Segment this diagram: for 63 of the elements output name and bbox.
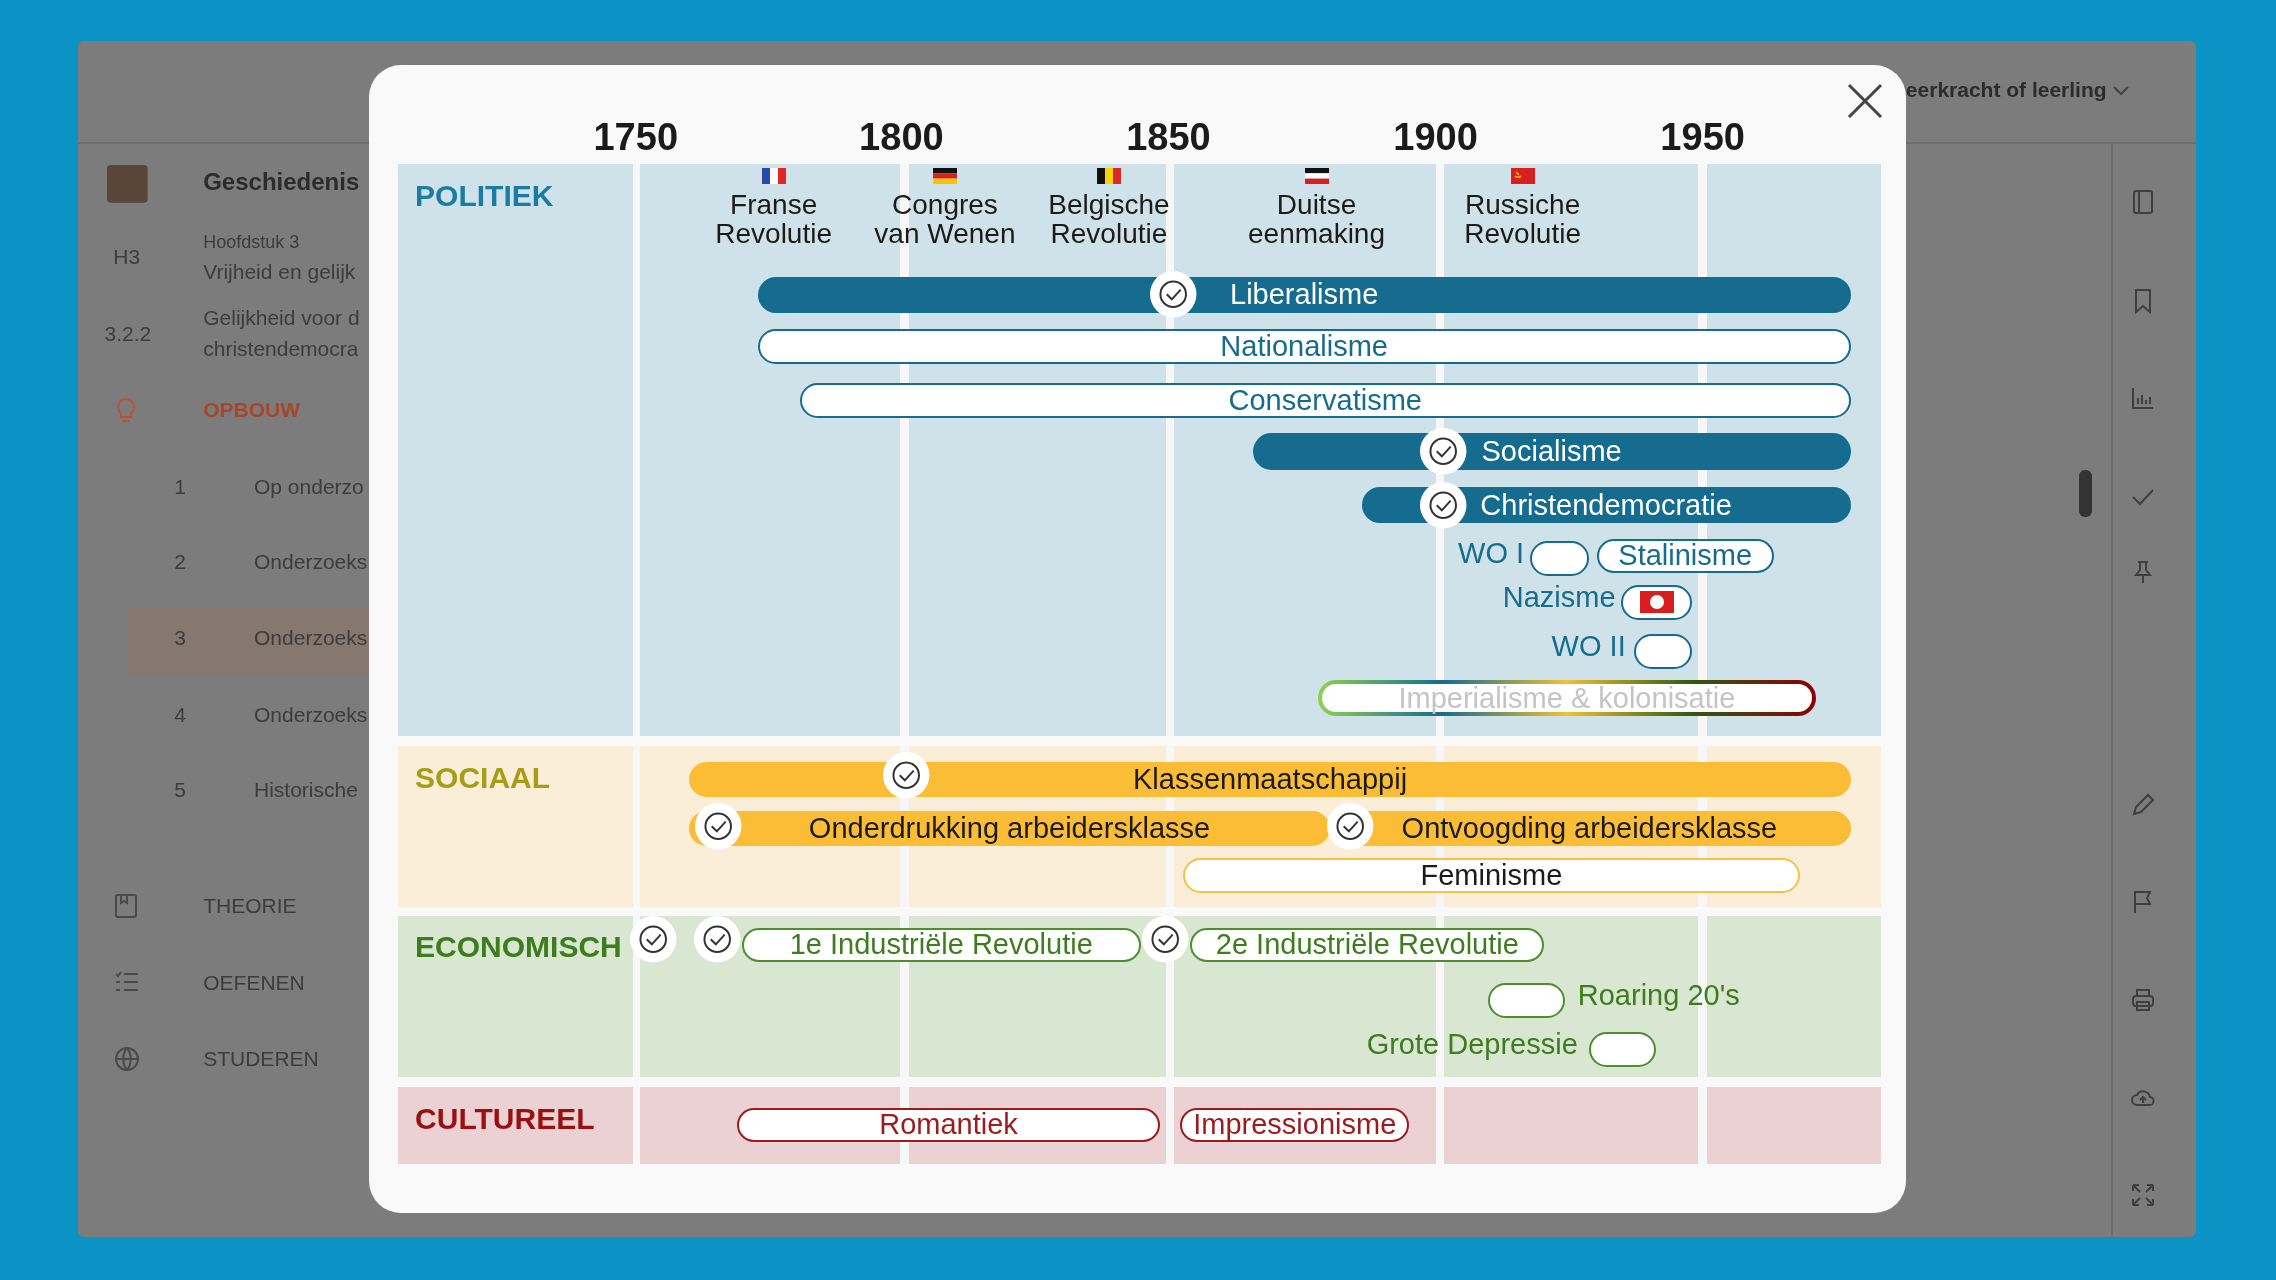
period-bar: Nationalisme xyxy=(757,329,1851,365)
year-label: 1750 xyxy=(592,116,680,160)
menu-item: THEORIE xyxy=(203,894,297,919)
course-title: Geschiedenis xyxy=(203,168,360,197)
menu-item: STUDEREN xyxy=(203,1046,319,1071)
step-number: 1 xyxy=(174,474,186,499)
period-label: WO I xyxy=(1458,537,1525,571)
period-label: Nazisme xyxy=(1502,580,1616,614)
empty-period-pill xyxy=(1634,634,1693,670)
period-bar: Onderdrukking arbeidersklasse xyxy=(689,811,1330,847)
step-title: Onderzoeks xyxy=(254,625,367,650)
empty-period-pill xyxy=(1487,982,1565,1018)
step-title: Onderzoeks xyxy=(254,550,367,575)
period-bar: Stalinisme xyxy=(1596,538,1774,574)
category-band xyxy=(397,164,1882,736)
step-number: 2 xyxy=(174,550,186,575)
period-bar: 2e Industriële Revolutie xyxy=(1190,927,1545,963)
category-band xyxy=(397,915,1882,1077)
period-bar: Christendemocratie xyxy=(1361,486,1851,524)
category-heading: POLITIEK xyxy=(415,178,554,213)
category-heading: ECONOMISCH xyxy=(415,930,622,965)
menu-item: OEFENEN xyxy=(203,971,305,996)
step-title: Onderzoeks xyxy=(254,702,367,727)
section-number: 3.2.2 xyxy=(104,322,152,347)
category-band xyxy=(397,1087,1882,1165)
chapter-label: Hoofdstuk 3 xyxy=(203,232,300,254)
event-label: Belgische Revolutie xyxy=(1047,190,1171,249)
chapter-number: H3 xyxy=(113,245,141,270)
year-label: 1950 xyxy=(1659,116,1746,160)
period-bar: Romantiek xyxy=(737,1107,1160,1143)
period-label: Grote Depressie xyxy=(1366,1028,1578,1061)
period-bar: 1e Industriële Revolutie xyxy=(741,927,1141,963)
period-bar: Feminisme xyxy=(1182,857,1800,893)
period-bar: Klassenmaatschappij xyxy=(689,762,1851,797)
category-heading: SOCIAAL xyxy=(415,760,551,795)
step-title: Historische xyxy=(254,778,358,802)
empty-period-pill xyxy=(1529,541,1590,577)
period-bar: Socialisme xyxy=(1252,433,1851,470)
event-label: Russiche Revolutie xyxy=(1463,190,1582,249)
event-label: Franse Revolutie xyxy=(714,190,833,249)
period-bar: Liberalisme xyxy=(757,276,1851,313)
step-number: 5 xyxy=(174,778,186,802)
empty-period-pill xyxy=(1589,1032,1657,1067)
event-label: Congres van Wenen xyxy=(873,190,1017,249)
category-band xyxy=(397,746,1882,908)
period-bar: Conservatisme xyxy=(799,383,1851,418)
step-number: 3 xyxy=(174,625,186,650)
step-number: 4 xyxy=(174,702,186,727)
year-label: 1900 xyxy=(1392,116,1479,160)
section-title: christendemocra xyxy=(203,336,359,361)
section-title: Gelijkheid voor d xyxy=(203,306,360,331)
chapter-title: Vrijheid en gelijk xyxy=(203,259,356,284)
period-bar: Impressionisme xyxy=(1180,1107,1410,1143)
year-label: 1850 xyxy=(1125,116,1212,160)
role-selector: eerkracht of leerling xyxy=(1905,78,2107,103)
step-title: Op onderzo xyxy=(254,474,364,499)
empty-period-pill xyxy=(1621,584,1693,620)
year-label: 1800 xyxy=(858,116,945,160)
period-label: Roaring 20's xyxy=(1577,978,1740,1012)
category-heading: CULTUREEL xyxy=(415,1101,595,1136)
event-label: Duitse eenmaking xyxy=(1247,190,1386,249)
section-heading: OPBOUW xyxy=(203,397,301,422)
period-label: WO II xyxy=(1551,630,1626,664)
